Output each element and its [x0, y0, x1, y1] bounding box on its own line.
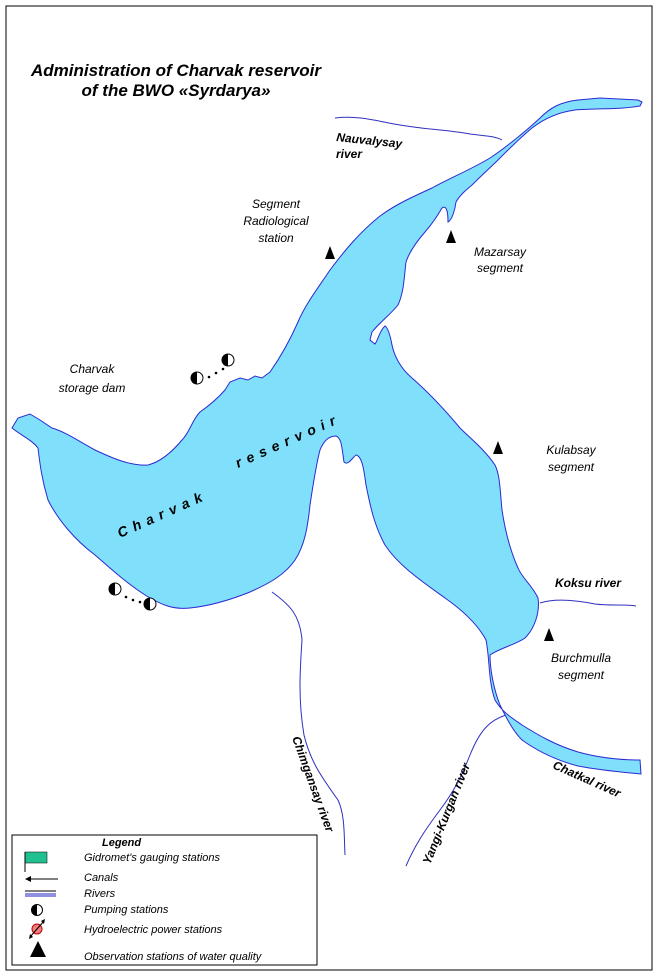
arrow-left-icon [25, 876, 58, 882]
charvak-reservoir [11, 97, 643, 775]
hydro-icon [29, 919, 45, 939]
half-circle-icon [143, 597, 157, 611]
label-dam-2: storage dam [59, 381, 126, 395]
label-chimgansay: Chimgansay river [289, 734, 337, 835]
label-kulabsay-2: segment [548, 460, 595, 474]
label-radiological-3: station [258, 231, 294, 245]
observation-stations [325, 230, 554, 641]
legend: Legend Gidromet's gauging stations Canal… [11, 834, 318, 966]
triangle-icon [446, 230, 456, 243]
label-radiological-2: Radiological [243, 214, 309, 228]
half-circle-icon [221, 353, 235, 367]
legend-label-rivers: Rivers [84, 888, 116, 900]
legend-title: Legend [102, 837, 141, 849]
label-radiological-1: Segment [252, 197, 301, 211]
river-line-icon [25, 890, 56, 897]
title-line1: Administration of Charvak reservoir [30, 61, 322, 80]
legend-label-hydro: Hydroelectric power stations [84, 924, 223, 936]
rivers [271, 116, 637, 867]
title-line2: of the BWO «Syrdarya» [82, 81, 271, 100]
legend-label-gauging: Gidromet's gauging stations [84, 852, 221, 864]
chimgansay-river [271, 591, 346, 856]
label-mazarsay-1: Mazarsay [474, 245, 527, 259]
label-koksu: Koksu river [555, 576, 622, 590]
triangle-icon [325, 246, 335, 259]
koksu-river [539, 599, 637, 607]
triangle-icon [544, 628, 554, 641]
triangle-icon [493, 441, 503, 454]
pumping-stations [108, 353, 235, 611]
label-yangikurgan: Yangi-Kurgan river [420, 760, 474, 866]
half-circle-icon [190, 371, 204, 385]
label-nauvalysay-2: river [336, 147, 363, 161]
yangikurgan-river [405, 714, 507, 867]
label-burchmulla-2: segment [558, 668, 605, 682]
label-burchmulla-1: Burchmulla [551, 651, 611, 665]
map-frame [5, 5, 653, 971]
legend-label-canals: Canals [84, 872, 119, 884]
half-circle-icon [31, 904, 43, 916]
legend-label-pumping: Pumping stations [84, 904, 169, 916]
legend-label-observation: Observation stations of water quality [84, 951, 263, 963]
nauvalysay-river [334, 116, 503, 141]
label-mazarsay-2: segment [477, 261, 524, 275]
half-circle-icon [108, 582, 122, 596]
label-dam-1: Charvak [70, 362, 116, 376]
triangle-icon [30, 941, 46, 957]
flag-icon [24, 851, 48, 872]
label-kulabsay-1: Kulabsay [546, 443, 596, 457]
